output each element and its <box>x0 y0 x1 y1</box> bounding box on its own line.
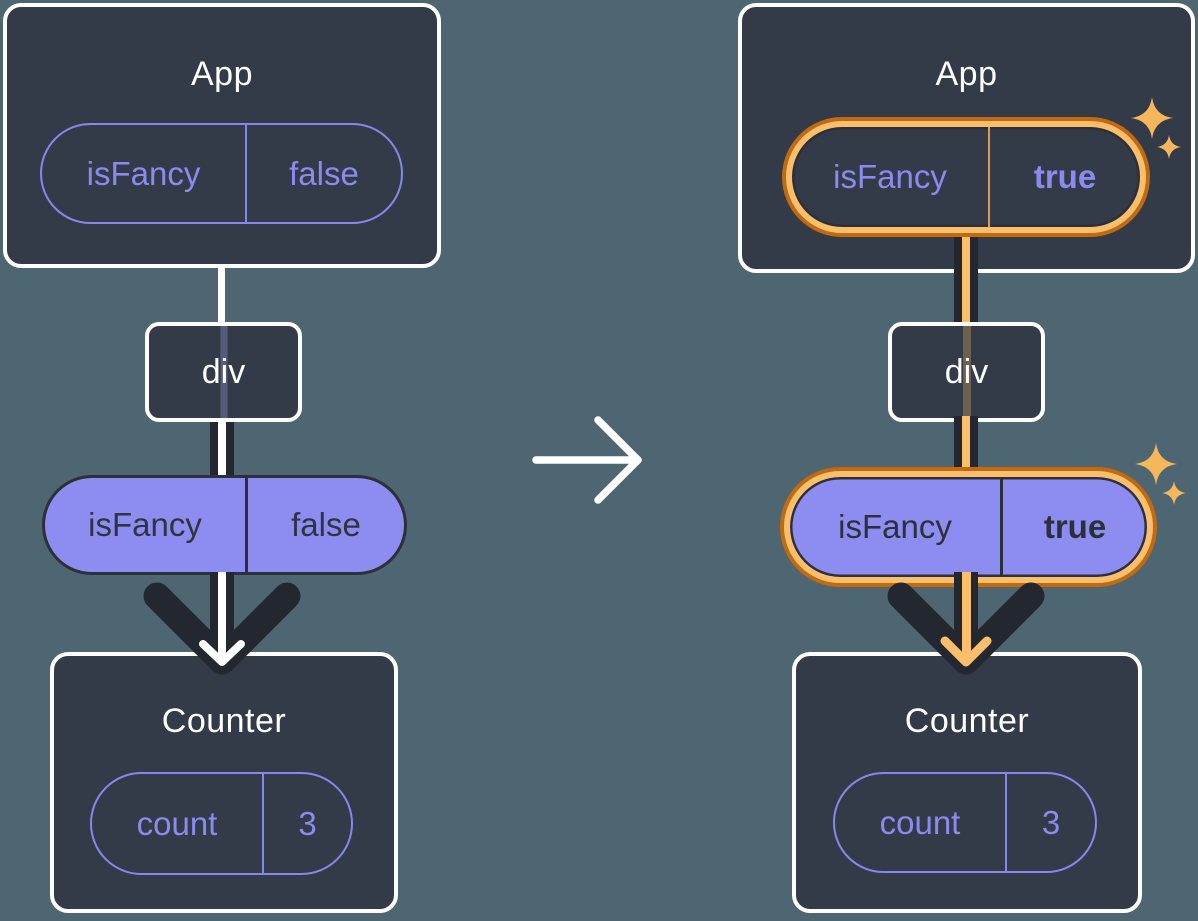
prop-pill-before: isFancy false <box>42 475 407 575</box>
component-title: App <box>935 55 998 93</box>
state-value: true <box>1033 158 1097 195</box>
connector-line-dim <box>962 326 971 418</box>
sparkle-icon <box>1131 97 1181 159</box>
prop-pill-after: isFancy true <box>784 471 1153 583</box>
state-value-cell: 3 <box>264 774 351 873</box>
state-value-cell: 3 <box>1007 774 1095 871</box>
prop-key: isFancy <box>838 508 952 545</box>
component-title: Counter <box>904 702 1030 740</box>
state-value-cell: true <box>990 127 1140 227</box>
div-node-label: div <box>201 352 246 391</box>
prop-key-cell: isFancy <box>790 477 1003 577</box>
state-value: 3 <box>1041 803 1061 841</box>
state-value: false <box>289 154 359 192</box>
app-state-pill-after: isFancy true <box>786 121 1146 233</box>
counter-card-before: Counter count 3 <box>50 652 398 913</box>
counter-state-pill-before: count 3 <box>90 772 353 875</box>
div-node-before: div <box>145 322 302 422</box>
prop-key-cell: isFancy <box>45 478 248 572</box>
div-node-after: div <box>888 322 1045 422</box>
counter-state-pill-after: count 3 <box>833 772 1097 873</box>
connector-line <box>218 266 225 324</box>
component-title: Counter <box>161 702 287 740</box>
connector-shaft-core <box>962 416 970 477</box>
state-key-cell: count <box>835 774 1007 871</box>
sparkle-icon <box>1135 443 1186 505</box>
connector-line-dim <box>220 326 227 418</box>
down-arrow-head-before <box>143 572 301 675</box>
state-key-cell: count <box>92 774 264 873</box>
prop-value: false <box>291 506 361 543</box>
state-value-cell: false <box>247 125 401 222</box>
connector-shaft-core <box>218 416 226 478</box>
right-arrow-icon <box>532 416 642 504</box>
prop-value-cell: true <box>1003 477 1147 577</box>
app-state-pill-before: isFancy false <box>40 123 403 224</box>
div-node-label: div <box>944 352 989 391</box>
app-card-before: App isFancy false <box>3 3 441 268</box>
state-key: isFancy <box>833 158 947 195</box>
state-value: 3 <box>298 804 317 842</box>
counter-card-after: Counter count 3 <box>792 652 1142 913</box>
state-key: count <box>136 804 218 842</box>
state-key-cell: isFancy <box>42 125 247 222</box>
prop-value: true <box>1043 508 1107 545</box>
down-arrow-head-after <box>887 572 1045 675</box>
prop-key: isFancy <box>88 506 202 543</box>
state-key: count <box>879 803 961 841</box>
component-title: App <box>191 55 253 93</box>
prop-value-cell: false <box>248 478 404 572</box>
state-key: isFancy <box>86 154 201 192</box>
state-key-cell: isFancy <box>792 127 990 227</box>
connector-shaft-core <box>962 233 970 325</box>
